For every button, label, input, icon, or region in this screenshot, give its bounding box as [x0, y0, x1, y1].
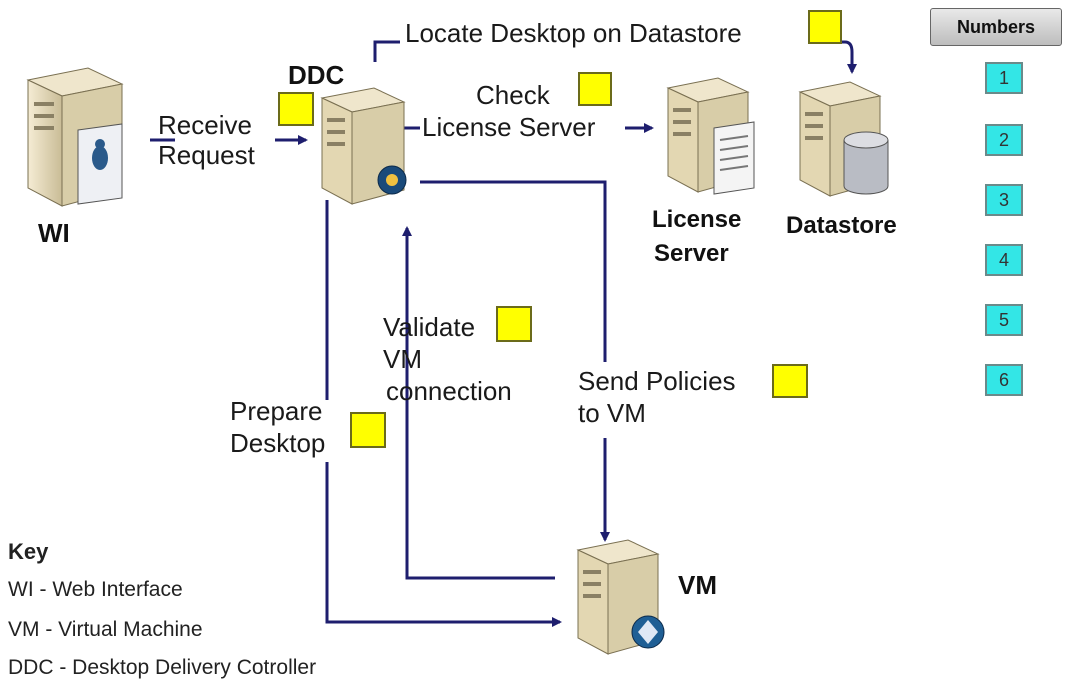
step-locate-desktop: Locate Desktop on Datastore [405, 18, 742, 48]
answer-slot-locate-desktop[interactable] [808, 10, 842, 44]
key-title: Key [8, 539, 49, 564]
step-validate-vm-line2: VM [383, 344, 422, 374]
answer-slot-receive-request[interactable] [278, 92, 314, 126]
key-item-ddc: DDC - Desktop Delivery Cotroller [8, 656, 317, 679]
web-interface-server-icon [26, 67, 124, 207]
answer-slot-validate-vm[interactable] [496, 306, 532, 342]
answer-slot-prepare-desktop[interactable] [350, 412, 386, 448]
step-prepare-desktop-line1: Prepare [230, 396, 323, 426]
step-validate-vm-line1: Validate [383, 312, 476, 342]
arrow-validate-vm [402, 226, 555, 580]
step-send-policies-line1: Send Policies [578, 366, 736, 396]
step-receive-request-line1: Receive [158, 110, 252, 140]
arrow-locate-desktop [373, 40, 852, 72]
number-tile-5[interactable]: 5 [985, 304, 1023, 336]
step-send-policies-line2: to VM [578, 398, 646, 428]
wi-label: WI [38, 218, 70, 248]
step-receive-request-line2: Request [158, 140, 255, 170]
vm-label: VM [678, 570, 717, 600]
license-server-label-line2: Server [654, 240, 729, 267]
arrow-send-policies [420, 180, 605, 540]
ddc-server-icon [320, 87, 407, 205]
arrow-prepare-desktop [325, 200, 560, 622]
license-server-label-line1: License [652, 206, 742, 233]
number-tile-1[interactable]: 1 [985, 62, 1023, 94]
number-tile-2[interactable]: 2 [985, 124, 1023, 156]
number-tile-4[interactable]: 4 [985, 244, 1023, 276]
numbers-header: Numbers [930, 8, 1062, 46]
step-prepare-desktop-line2: Desktop [230, 428, 326, 458]
step-check-license-line2: License Server [422, 112, 596, 142]
answer-slot-send-policies[interactable] [772, 364, 808, 398]
number-tile-3[interactable]: 3 [985, 184, 1023, 216]
ddc-label: DDC [288, 60, 345, 90]
datastore-server-icon [798, 81, 889, 197]
number-tile-6[interactable]: 6 [985, 364, 1023, 396]
key-item-wi: WI - Web Interface [8, 578, 183, 601]
step-validate-vm-line3: connection [386, 376, 512, 406]
datastore-label: Datastore [786, 212, 897, 239]
step-check-license-line1: Check [476, 80, 550, 110]
answer-slot-check-license[interactable] [578, 72, 612, 106]
vm-server-icon [576, 539, 665, 655]
key-item-vm: VM - Virtual Machine [8, 618, 203, 641]
license-server-icon [666, 77, 755, 195]
